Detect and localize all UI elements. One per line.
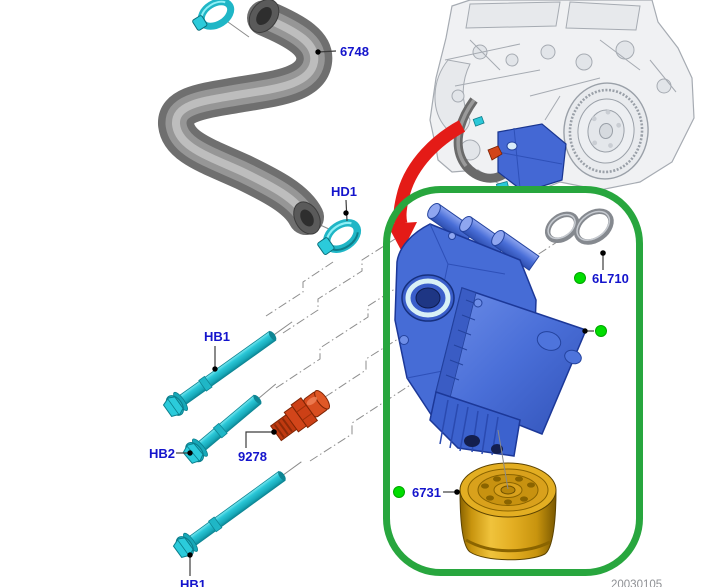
- engine-cooler-seal: [506, 141, 518, 151]
- valve-cover-right: [565, 1, 641, 31]
- flywheel: [563, 82, 649, 180]
- drawing-code: 20030105: [611, 579, 662, 587]
- filter-groove: [465, 538, 551, 553]
- callout-dot-hb2: [187, 450, 193, 456]
- cooler-plate-stripes: [445, 299, 480, 381]
- cooler-mount-hole-2: [491, 444, 503, 454]
- engine-detail-lines: [444, 39, 677, 121]
- callout-layer: 6748 HD1 HB1 HB2 9278 HB1 6L710: [149, 44, 629, 587]
- cooler-mount-ribs: [439, 399, 499, 456]
- label-bolt-hb1[interactable]: HB1: [204, 329, 230, 344]
- green-marker-6l710: [574, 272, 586, 284]
- green-marker-cooler: [595, 325, 607, 337]
- filter-top-holes: [481, 476, 535, 505]
- hose-clamp-hd1: [317, 218, 362, 255]
- cooler-bolt-boss-2: [448, 232, 456, 240]
- highlight-box: [383, 186, 643, 576]
- label-bolt-hb1-lower[interactable]: HB1: [180, 577, 206, 587]
- valve-cover-left: [465, 1, 561, 29]
- gasket-6l710: [544, 208, 614, 245]
- label-hose-6748[interactable]: 6748: [340, 44, 369, 59]
- oil-filter-6731: [459, 462, 557, 561]
- cooler-boss-oval-1: [536, 331, 562, 351]
- label-bolt-hb2[interactable]: HB2: [149, 446, 175, 461]
- bolt-middle-hb2: [182, 383, 277, 464]
- hose-end-top: [248, 0, 280, 34]
- cooler-bolt-boss-3: [473, 298, 483, 308]
- bolt-lower-hb1: [170, 452, 309, 562]
- filter-center-hex: [500, 485, 516, 495]
- cooler-filter-mount: [429, 391, 521, 457]
- engine-cooler-facets: [497, 127, 563, 189]
- red-locator-arrow: [387, 120, 466, 252]
- callout-dot-hd1: [343, 210, 349, 216]
- engine-clamp-cyan-1: [472, 115, 485, 127]
- engine-detail-circles: [451, 40, 672, 161]
- callout-dot-cooler: [582, 328, 588, 334]
- hose-end-bottom: [293, 201, 321, 235]
- cooler-oring-seal: [401, 274, 455, 322]
- cooler-boss-oval-2: [564, 349, 582, 365]
- engine-overview-illustration: [429, 0, 695, 193]
- callout-dot-9278: [271, 429, 277, 435]
- green-marker-6731: [393, 486, 405, 498]
- callout-dot-hb1-lower: [187, 552, 193, 558]
- cooler-bolt-boss-1: [399, 335, 409, 345]
- fitting-9278: [269, 389, 330, 442]
- hose-6748: [158, 0, 333, 235]
- engine-fitting-red: [487, 145, 503, 161]
- callout-dot-6748: [315, 49, 321, 55]
- label-gasket-6l710[interactable]: 6L710: [592, 271, 629, 286]
- callout-dot-6731: [454, 489, 460, 495]
- hose-clamp-top: [192, 0, 235, 31]
- callout-dot-hb1: [212, 366, 218, 372]
- label-filter-6731[interactable]: 6731: [412, 485, 441, 500]
- oil-cooler-assembly: [394, 202, 588, 457]
- cooler-mount-hole-1: [464, 435, 480, 447]
- callout-dot-6l710: [600, 250, 606, 256]
- label-clamp-hd1[interactable]: HD1: [331, 184, 357, 199]
- label-fitting-9278[interactable]: 9278: [238, 449, 267, 464]
